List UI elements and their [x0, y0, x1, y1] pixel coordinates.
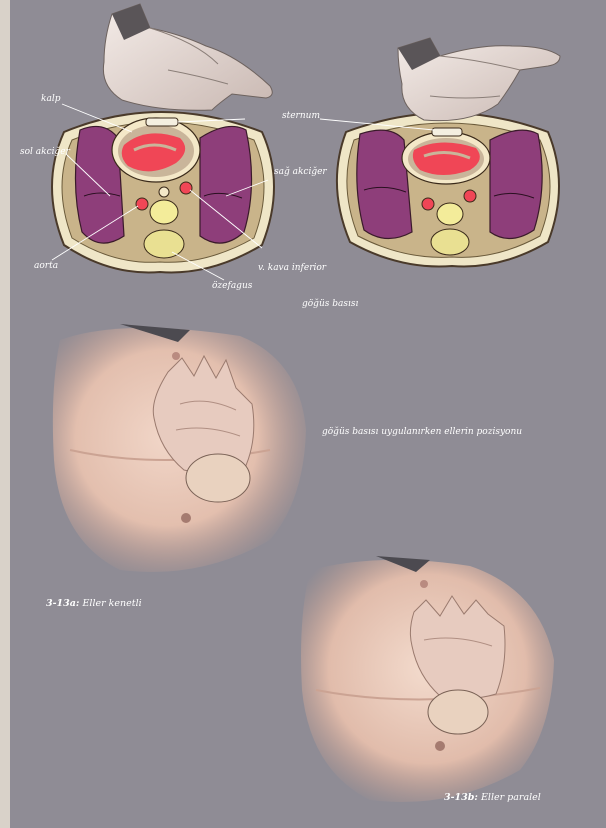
caption-fig-b: 3-13b: Eller paralel — [444, 792, 541, 803]
label-sternum: sternum — [282, 112, 320, 121]
right-lung-shape — [200, 126, 252, 243]
photo-hands-parallel — [301, 556, 554, 802]
cross-section-right — [337, 113, 559, 267]
hand-right — [398, 38, 560, 121]
fig-a-number: 3-13a: — [46, 598, 79, 609]
caption-fig-a: 3-13a: Eller kenetli — [46, 598, 142, 609]
label-v-kava-inferior: v. kava inferior — [258, 264, 326, 273]
label-aorta: aorta — [34, 262, 58, 271]
fig-a-text: Eller kenetli — [82, 598, 141, 609]
caption-chest-compression: göğüs basısı — [302, 300, 358, 309]
label-sag-akciger: sağ akciğer — [274, 168, 327, 177]
label-ozefagus: özefagus — [212, 282, 252, 291]
hand-left — [103, 4, 272, 110]
photo-hands-interlocked — [53, 324, 306, 572]
caption-hand-position: göğüs basısı uygulanırken ellerin pozisy… — [322, 428, 522, 437]
fig-b-text: Eller paralel — [481, 792, 541, 803]
label-sol-akciger: sol akciğer — [20, 148, 70, 157]
fig-b-number: 3-13b: — [444, 792, 478, 803]
label-kalp: kalp — [41, 95, 60, 104]
cross-section-left — [52, 112, 274, 272]
